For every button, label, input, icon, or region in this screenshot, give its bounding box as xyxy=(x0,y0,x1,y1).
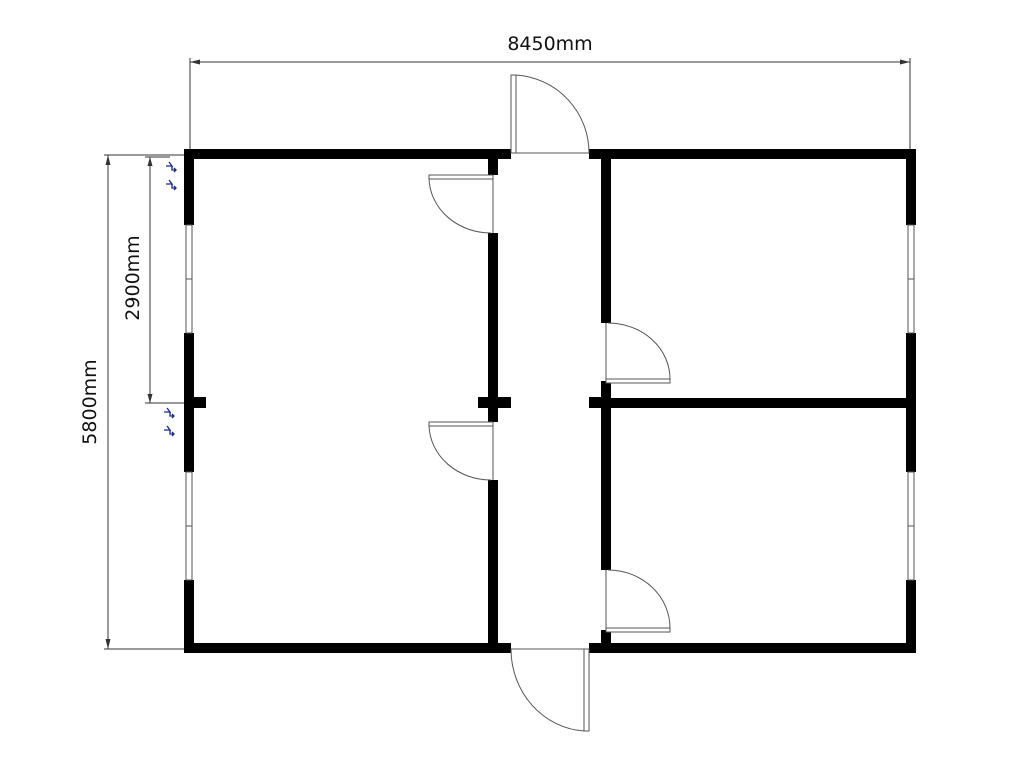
window-right-upper-a xyxy=(907,224,915,280)
window-right-upper-b xyxy=(907,278,915,334)
door-right-room-upper xyxy=(600,322,671,384)
door-swing-arc xyxy=(607,569,671,629)
door-left-room-upper xyxy=(428,174,499,234)
door-right-room-lower xyxy=(600,569,671,633)
depth-arrow-top xyxy=(105,155,111,165)
half-arrow-bottom xyxy=(147,394,153,403)
section-marker-icon xyxy=(164,425,175,437)
door-swing-arc xyxy=(510,648,585,732)
half-depth-dimension: 2900mm xyxy=(122,156,185,404)
overall-depth-dimension: 5800mm xyxy=(79,154,186,650)
door-leaf xyxy=(583,648,590,732)
door-leaf xyxy=(428,174,494,180)
window-left-lower-b xyxy=(185,525,193,581)
door-entrance-top xyxy=(510,74,590,160)
half-arrow-top xyxy=(147,157,153,166)
depth-dimension-label: 5800mm xyxy=(79,359,101,444)
room-divider-wall xyxy=(601,398,916,408)
width-arrow-left xyxy=(190,59,200,65)
door-swing-arc xyxy=(428,425,492,481)
door-leaf xyxy=(510,74,517,154)
section-marker-icons xyxy=(164,161,177,437)
door-leaf xyxy=(605,627,671,633)
door-left-room-lower xyxy=(428,421,499,481)
door-swing-arc xyxy=(515,74,590,154)
door-swing-arc xyxy=(428,178,492,234)
window-left-lower-a xyxy=(185,471,193,527)
section-marker-icon xyxy=(164,407,175,419)
interior-walls xyxy=(184,149,916,653)
window-left-upper-a xyxy=(185,224,193,280)
window-right-lower-b xyxy=(907,525,915,581)
depth-arrow-bottom xyxy=(105,639,111,649)
section-marker-icon xyxy=(166,161,177,173)
width-dimension-label: 8450mm xyxy=(507,33,592,55)
door-leaf xyxy=(605,378,671,384)
doors xyxy=(428,74,671,732)
wall-stub-right-corridor xyxy=(589,397,611,408)
width-arrow-right xyxy=(900,59,910,65)
wall-stub-left-exterior xyxy=(184,397,206,408)
half-dimension-label: 2900mm xyxy=(122,235,144,320)
door-leaf xyxy=(428,421,494,427)
section-marker-icon xyxy=(166,179,177,191)
overall-width-dimension: 8450mm xyxy=(189,33,911,150)
windows xyxy=(183,224,917,581)
door-entrance-bottom xyxy=(510,642,590,732)
window-left-upper-b xyxy=(185,278,193,334)
door-swing-arc xyxy=(607,322,671,380)
window-right-lower-a xyxy=(907,471,915,527)
wall-stub-corridor xyxy=(478,397,511,408)
